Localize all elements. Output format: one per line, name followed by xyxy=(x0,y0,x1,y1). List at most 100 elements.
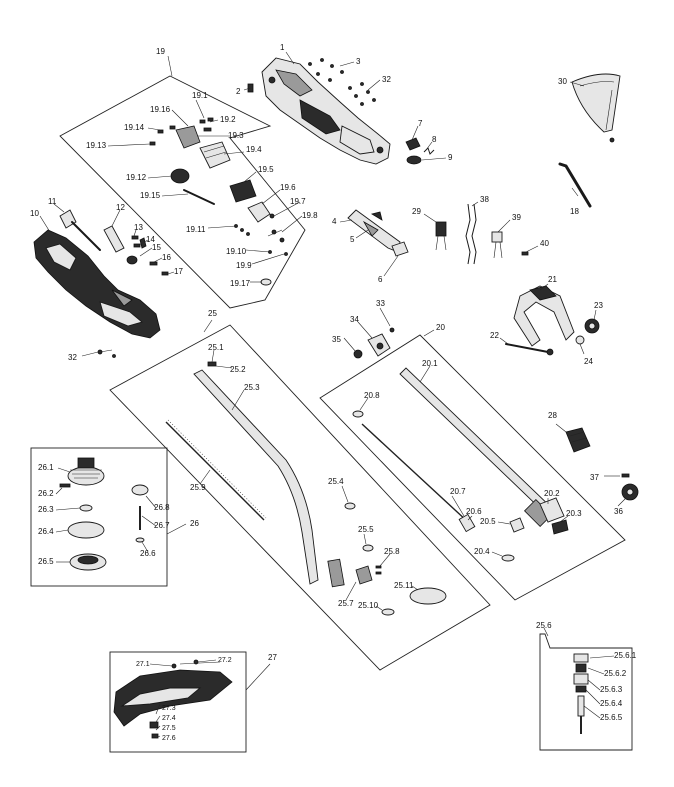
label-20-1: 20.1 xyxy=(422,359,438,368)
label-8: 8 xyxy=(432,135,437,144)
label-19-5: 19.5 xyxy=(258,165,274,174)
label-19-13: 19.13 xyxy=(86,141,107,150)
label-19-8: 19.8 xyxy=(302,211,318,220)
pin-part-25-2 xyxy=(207,361,217,367)
label-19-12: 19.12 xyxy=(126,173,147,182)
spool-cover-part-26-1 xyxy=(67,457,105,486)
label-26-1: 26.1 xyxy=(38,463,54,472)
cap-part-26-8 xyxy=(131,484,149,496)
label-25-2: 25.2 xyxy=(230,365,246,374)
label-15: 15 xyxy=(152,243,161,252)
label-16: 16 xyxy=(162,253,171,262)
washer-part-20-8 xyxy=(352,410,364,418)
label-4: 4 xyxy=(332,217,337,226)
label-32-bottom: 32 xyxy=(68,353,77,362)
label-19-6: 19.6 xyxy=(280,183,296,192)
washer-part-25-4 xyxy=(344,502,356,510)
label-25-1: 25.1 xyxy=(208,343,224,352)
label-27-4: 27.4 xyxy=(162,715,176,722)
group-25-frame xyxy=(109,324,491,671)
label-19-11: 19.11 xyxy=(186,225,206,234)
label-24: 24 xyxy=(584,357,593,366)
label-19-16: 19.16 xyxy=(150,105,171,114)
label-30: 30 xyxy=(558,77,567,86)
label-25-9: 25.9 xyxy=(190,483,206,492)
label-25-8: 25.8 xyxy=(384,547,400,556)
guard-part-30 xyxy=(571,73,621,143)
label-19: 19 xyxy=(156,47,165,56)
label-18: 18 xyxy=(570,207,579,216)
group-20-frame xyxy=(319,334,626,601)
power-cord-part-11 xyxy=(59,209,101,251)
label-19-1: 19.1 xyxy=(192,91,208,100)
part-labels: 1 3 32 2 7 8 9 30 18 19 19.1 19.16 19.2 … xyxy=(30,43,637,742)
label-26-7: 26.7 xyxy=(154,521,170,530)
label-19-7: 19.7 xyxy=(290,197,306,206)
motor-housing-part-1 xyxy=(261,57,391,165)
label-29: 29 xyxy=(412,207,421,216)
label-33: 33 xyxy=(376,299,385,308)
label-27: 27 xyxy=(268,653,277,662)
label-25-4: 25.4 xyxy=(328,477,344,486)
label-25: 25 xyxy=(208,309,217,318)
guard-assembly-part-27 xyxy=(113,659,233,739)
label-32-top: 32 xyxy=(382,75,391,84)
armature-part-19-15 xyxy=(183,189,215,205)
label-19-14: 19.14 xyxy=(124,123,145,132)
label-27-6: 27.6 xyxy=(162,735,176,742)
label-26: 26 xyxy=(190,519,199,528)
group-25-6-frame xyxy=(539,633,633,751)
label-21: 21 xyxy=(548,275,557,284)
label-11: 11 xyxy=(48,197,57,206)
label-25-11: 25.11 xyxy=(394,581,414,590)
label-26-3: 26.3 xyxy=(38,505,54,514)
label-19-15: 19.15 xyxy=(140,191,161,200)
label-25-5: 25.5 xyxy=(358,525,374,534)
label-3: 3 xyxy=(356,57,361,66)
clip-part-6 xyxy=(391,241,409,257)
label-19-3: 19.3 xyxy=(228,131,244,140)
screws-part-3 xyxy=(308,58,344,82)
label-20-5: 20.5 xyxy=(480,517,496,526)
cord-sleeve-part-12 xyxy=(103,225,125,253)
washer-part-20-4 xyxy=(501,554,515,562)
group-27-frame xyxy=(109,651,247,753)
cable-part-38 xyxy=(465,203,477,265)
label-20: 20 xyxy=(436,323,445,332)
screws-part-32-bottom xyxy=(97,349,116,358)
clip-part-2 xyxy=(247,83,254,93)
bent-shaft-part-25-3 xyxy=(193,369,345,588)
label-19-4: 19.4 xyxy=(246,145,262,154)
washer-part-25-5 xyxy=(362,544,374,552)
pin-part-33 xyxy=(389,327,395,333)
switch-part-39 xyxy=(491,231,503,259)
label-12: 12 xyxy=(116,203,125,212)
label-19-10: 19.10 xyxy=(226,247,247,256)
clamp-part-20-2 xyxy=(539,497,565,523)
label-25-6-4: 25.6.4 xyxy=(600,699,623,708)
screws-part-32-top xyxy=(348,82,376,106)
lock-part-34 xyxy=(367,333,391,357)
label-20-4: 20.4 xyxy=(474,547,490,556)
label-13: 13 xyxy=(134,223,143,232)
label-7: 7 xyxy=(418,119,423,128)
label-26-6: 26.6 xyxy=(140,549,156,558)
label-1: 1 xyxy=(280,43,285,52)
aux-handle-part-21 xyxy=(513,285,575,347)
label-38: 38 xyxy=(480,195,489,204)
label-28: 28 xyxy=(548,411,557,420)
button-part-9 xyxy=(406,155,422,165)
coupler-part-28 xyxy=(565,427,591,453)
spring-part-8 xyxy=(423,147,435,155)
label-22: 22 xyxy=(490,331,499,340)
label-17: 17 xyxy=(174,267,183,276)
leader-lines xyxy=(39,51,627,739)
label-27-3: 27.3 xyxy=(162,705,176,712)
label-35: 35 xyxy=(332,335,341,344)
screws-part-25-8 xyxy=(375,565,382,575)
screw-part-37 xyxy=(621,473,630,478)
label-26-2: 26.2 xyxy=(38,489,54,498)
label-36: 36 xyxy=(614,507,623,516)
bushing-part-20-6 xyxy=(458,513,476,533)
